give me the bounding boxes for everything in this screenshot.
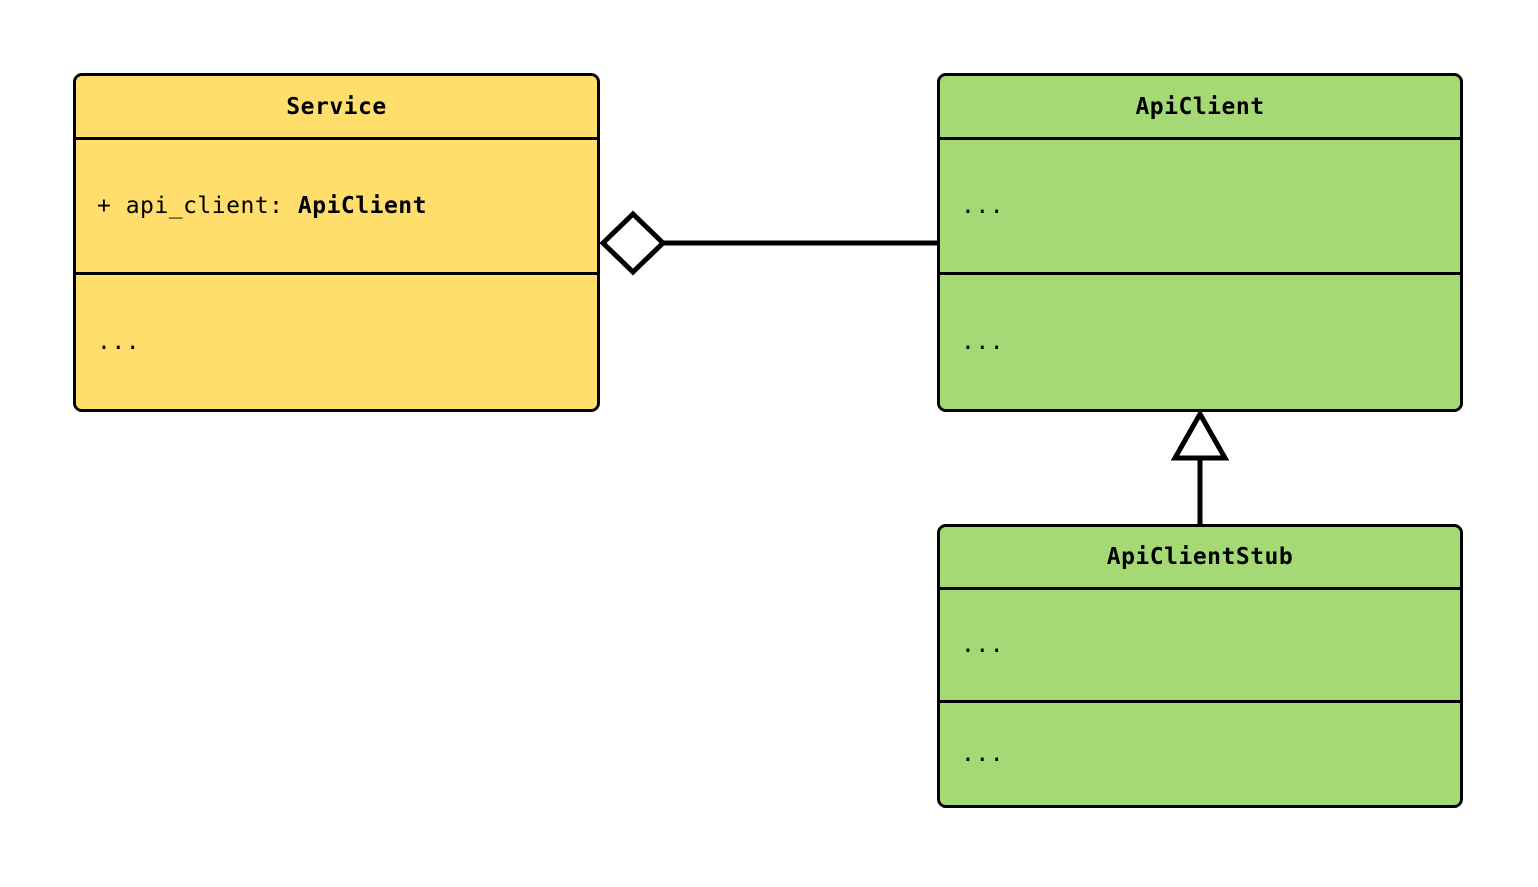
- class-attributes-compartment-apiclient: ...: [940, 137, 1460, 272]
- class-attributes-compartment-service: + api_client: ApiClient: [76, 137, 597, 272]
- class-title-compartment-apiclient: ApiClient: [940, 76, 1460, 137]
- operations-placeholder-apiclientstub: ...: [961, 741, 1005, 767]
- class-operations-compartment-apiclientstub: ...: [940, 700, 1460, 805]
- attributes-placeholder-apiclientstub: ...: [961, 632, 1005, 658]
- class-name-apiclientstub: ApiClientStub: [1106, 544, 1294, 570]
- inheritance-triangle-icon: [1170, 408, 1230, 461]
- attributes-placeholder-apiclient: ...: [961, 193, 1005, 219]
- aggregation-diamond-icon: [599, 210, 667, 276]
- attribute-type: ApiClient: [297, 193, 427, 219]
- class-title-compartment-service: Service: [76, 76, 597, 137]
- class-attributes-compartment-apiclientstub: ...: [940, 587, 1460, 700]
- attribute-prefix: + api_client:: [97, 193, 298, 219]
- class-operations-compartment-apiclient: ...: [940, 272, 1460, 409]
- generalization-edge-apiclientstub-apiclient: [1170, 408, 1230, 524]
- class-name-service: Service: [286, 93, 387, 120]
- operations-placeholder-service: ...: [97, 329, 141, 355]
- class-box-apiclient[interactable]: ApiClient ... ...: [937, 73, 1463, 412]
- class-name-apiclient: ApiClient: [1135, 93, 1265, 120]
- operations-placeholder-apiclient: ...: [961, 329, 1005, 355]
- class-title-compartment-apiclientstub: ApiClientStub: [940, 527, 1460, 587]
- aggregation-edge-service-apiclient: [599, 210, 937, 276]
- class-box-apiclientstub[interactable]: ApiClientStub ... ...: [937, 524, 1463, 808]
- attribute-row-api-client: + api_client: ApiClient: [97, 193, 427, 219]
- class-operations-compartment-service: ...: [76, 272, 597, 409]
- class-box-service[interactable]: Service + api_client: ApiClient ...: [73, 73, 600, 412]
